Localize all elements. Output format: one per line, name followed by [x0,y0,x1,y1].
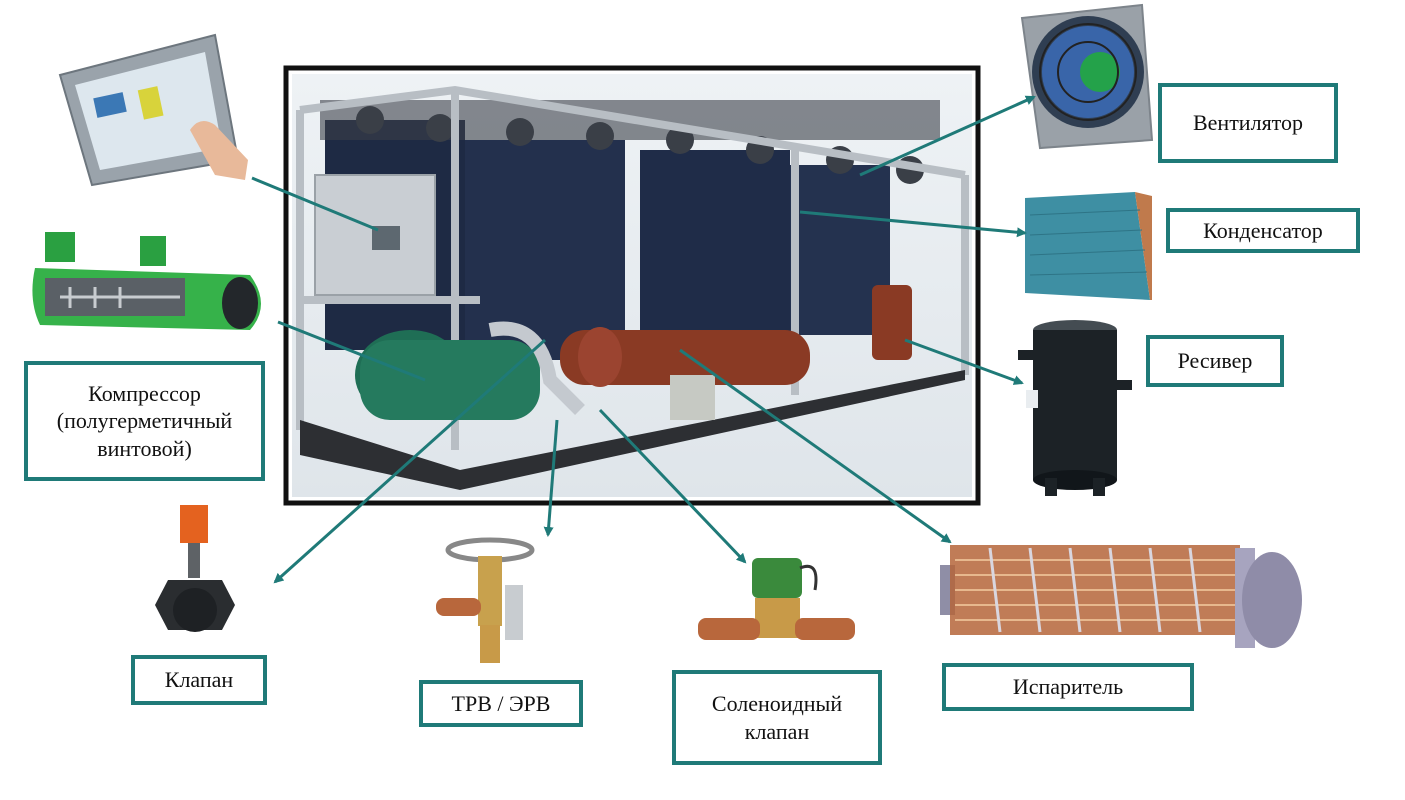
chiller-unit-illustration [283,65,981,506]
condenser-label: Конденсатор [1166,208,1360,253]
solenoid-label: Соленоидный клапан [672,670,882,765]
trv-label: ТРВ / ЭРВ [419,680,583,727]
receiver-label: Ресивер [1146,335,1284,387]
connector-lines [251,95,1036,584]
touch-panel-illustration [58,33,248,187]
valve-connector [273,338,547,584]
fan-connector [859,95,1036,177]
fan-illustration [1020,3,1154,150]
trv-illustration [436,537,535,663]
fan-label: Вентилятор [1158,83,1338,163]
evaporator-connector [679,348,952,544]
panel-connector [251,176,379,232]
compressor-connector [277,320,426,382]
compressor-illustration [32,232,261,330]
solenoid-connector [598,408,747,564]
condenser-illustration [1025,192,1152,300]
trv-connector [543,419,559,537]
valve-illustration [155,505,235,632]
receiver-connector [904,338,1024,385]
compressor-label: Компрессор (полугерметичный винтовой) [24,361,265,481]
evaporator-illustration [940,545,1302,648]
evaporator-label: Испаритель [942,663,1194,711]
valve-label: Клапан [131,655,267,705]
receiver-illustration [1018,320,1132,496]
condenser-connector [799,210,1027,238]
solenoid-valve-illustration [698,558,855,640]
